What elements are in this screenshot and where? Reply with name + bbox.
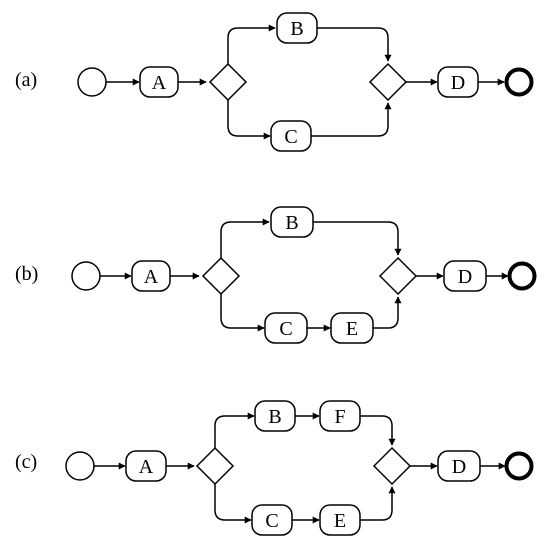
task-b: B — [276, 12, 318, 44]
sequence-flow — [227, 100, 271, 140]
panel-label-a: (a) — [15, 69, 37, 91]
sequence-flow — [214, 484, 252, 524]
task-a-label: A — [152, 72, 167, 94]
end-event — [504, 451, 534, 481]
task-d: D — [437, 450, 481, 482]
task-b-label: B — [285, 212, 298, 234]
split-gateway — [201, 256, 241, 296]
panel-label-c: (c) — [15, 451, 37, 473]
task-e: E — [319, 504, 361, 536]
task-f-label: F — [334, 406, 345, 428]
sequence-flow — [227, 24, 276, 64]
join-gateway — [368, 62, 408, 102]
task-a-label: A — [139, 456, 154, 478]
task-f: F — [319, 400, 361, 432]
end-event — [504, 67, 534, 97]
task-e-label: E — [334, 510, 346, 532]
start-event — [65, 451, 95, 481]
task-a: A — [125, 450, 167, 482]
sequence-flow — [317, 27, 392, 62]
sequence-flow — [313, 221, 402, 256]
sequence-flow — [373, 296, 402, 329]
end-event — [507, 261, 537, 291]
diagram-a: (a) A B C D — [15, 12, 534, 152]
sequence-flow — [220, 218, 270, 258]
join-gateway — [372, 446, 412, 486]
task-b-label: B — [268, 406, 281, 428]
task-a: A — [139, 66, 179, 98]
split-gateway — [208, 62, 248, 102]
sequence-flow — [311, 102, 392, 137]
sequence-flow — [360, 415, 396, 446]
task-a: A — [131, 260, 171, 292]
task-b: B — [254, 400, 296, 432]
diagram-b: (b) A B C E D — [15, 206, 537, 344]
start-event — [71, 261, 101, 291]
split-gateway — [195, 446, 235, 486]
sequence-flow — [360, 486, 396, 521]
task-d-label: D — [452, 456, 466, 478]
sequence-flow — [214, 412, 255, 448]
task-c: C — [251, 504, 293, 536]
task-e: E — [330, 312, 374, 344]
task-b-label: B — [290, 18, 303, 40]
task-b: B — [270, 206, 314, 238]
task-d: D — [437, 66, 479, 98]
start-event — [77, 67, 107, 97]
task-c: C — [270, 120, 312, 152]
task-d-label: D — [451, 72, 465, 94]
task-e-label: E — [346, 318, 358, 340]
diagram-c: (c) A B F C E — [15, 400, 534, 536]
task-d: D — [443, 260, 487, 292]
task-c-label: C — [265, 510, 278, 532]
join-gateway — [378, 256, 418, 296]
task-a-label: A — [144, 266, 159, 288]
task-d-label: D — [458, 266, 472, 288]
sequence-flow — [220, 294, 265, 332]
task-c-label: C — [279, 318, 292, 340]
task-c-label: C — [284, 126, 297, 148]
task-c: C — [264, 312, 308, 344]
panel-label-b: (b) — [15, 263, 38, 285]
